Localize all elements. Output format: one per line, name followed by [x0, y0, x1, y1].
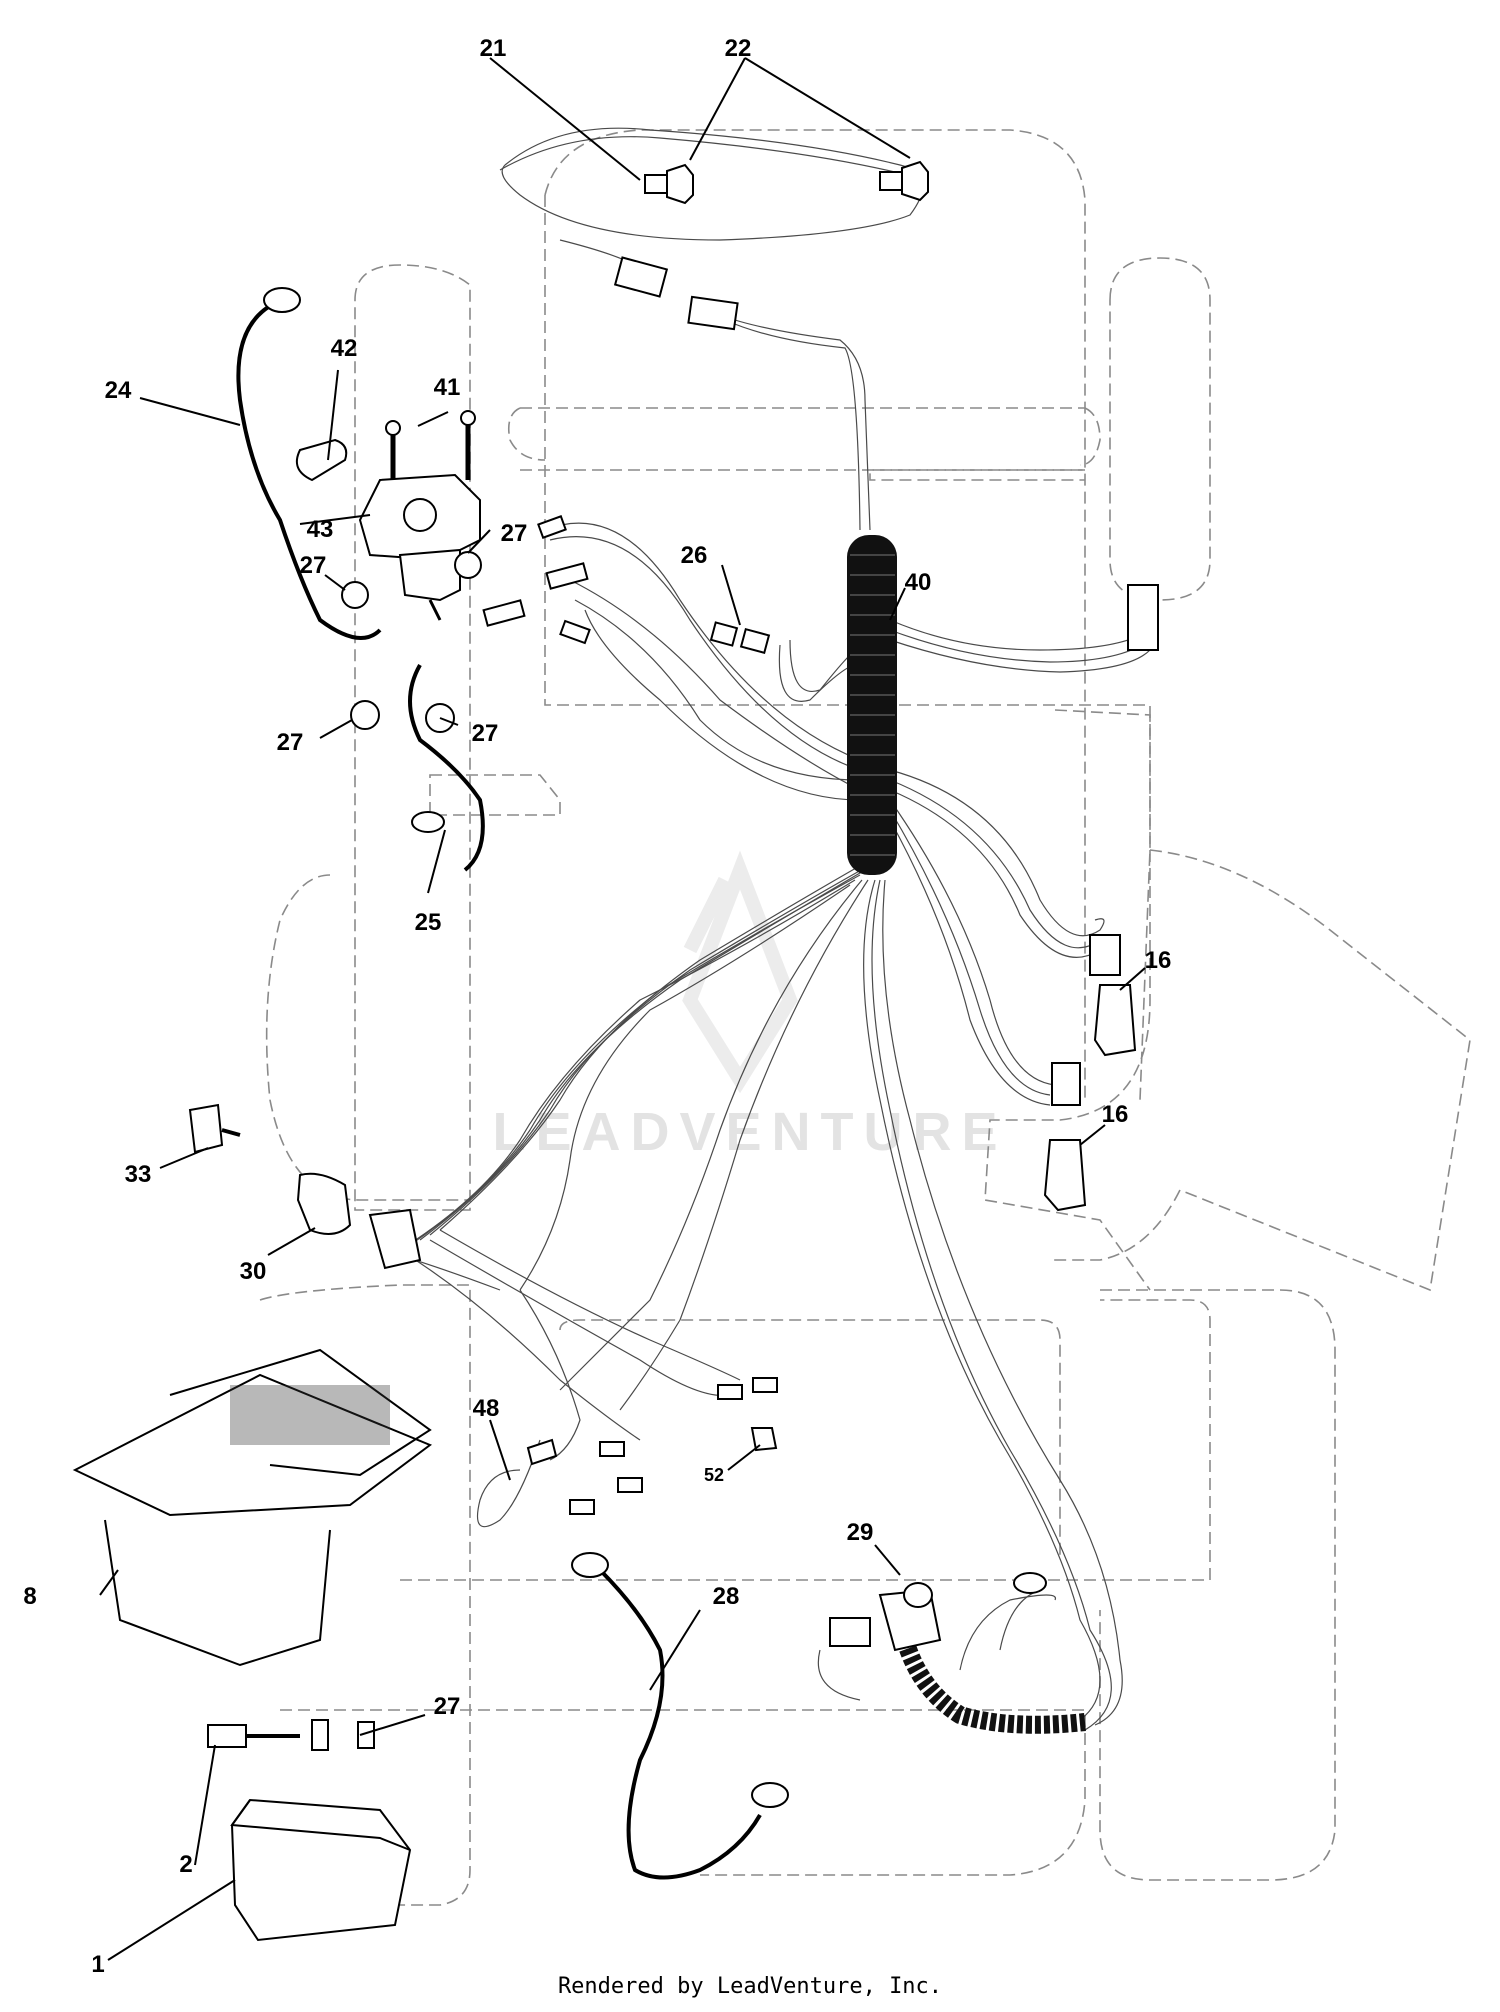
leader-lines [99, 57, 1146, 1961]
watermark: LEADVENTURE [492, 850, 1007, 1162]
callout-27-lower-right: 27 [472, 720, 499, 747]
ground-cables [236, 298, 762, 1880]
cable-25 [408, 664, 485, 872]
bolt-2 [207, 1724, 247, 1748]
boot-42 [296, 438, 348, 482]
callout-48: 48 [473, 1395, 500, 1422]
callout-2: 2 [179, 1851, 192, 1878]
battery-box-8 [72, 1348, 433, 1667]
callout-8: 8 [23, 1583, 36, 1610]
harness-wires [379, 127, 1151, 1731]
callout-33: 33 [125, 1161, 152, 1188]
callout-24: 24 [105, 377, 132, 404]
footer-credit: Rendered by LeadVenture, Inc. [558, 1974, 942, 1999]
callout-42: 42 [331, 335, 358, 362]
callout-16-lower: 16 [1102, 1101, 1129, 1128]
battery-1 [207, 1719, 412, 1942]
callout-29: 29 [847, 1519, 874, 1546]
callout-1: 1 [91, 1951, 104, 1978]
ignition-switch-30 [296, 1172, 352, 1235]
cable-24 [236, 298, 382, 640]
headlight-sockets [644, 160, 929, 205]
misc-connectors [482, 515, 1159, 1106]
callout-43: 43 [307, 516, 334, 543]
cable-28 [598, 1568, 762, 1880]
watermark-text: LEADVENTURE [492, 1102, 1007, 1162]
ignition-parts [188, 1103, 422, 1270]
callout-25: 25 [415, 909, 442, 936]
frame-outlines [259, 129, 1471, 1906]
callout-22: 22 [725, 35, 752, 62]
callout-27-battery: 27 [434, 1693, 461, 1720]
harness-connectors-top [613, 256, 739, 331]
callout-27-solenoid-left: 27 [300, 552, 327, 579]
callout-30: 30 [240, 1258, 267, 1285]
callout-52: 52 [704, 1465, 724, 1485]
callout-27-lower-left: 27 [277, 729, 304, 756]
callout-41: 41 [434, 374, 461, 401]
callout-16-upper: 16 [1145, 947, 1172, 974]
callout-26: 26 [681, 542, 708, 569]
lower-connectors [526, 1377, 1047, 1808]
relay-29 [829, 1582, 942, 1652]
callout-28: 28 [713, 1583, 740, 1610]
coiled-wire-loom-lower [896, 1637, 1086, 1734]
callout-40: 40 [905, 569, 932, 596]
callout-labels: 1 2 8 16 16 21 22 24 25 26 27 27 27 27 2… [23, 35, 1171, 1978]
starter-solenoid [263, 287, 482, 833]
callout-21: 21 [480, 35, 507, 62]
key-33 [188, 1103, 224, 1154]
callout-27-solenoid-right: 27 [501, 520, 528, 547]
coiled-wire-loom [847, 535, 897, 875]
